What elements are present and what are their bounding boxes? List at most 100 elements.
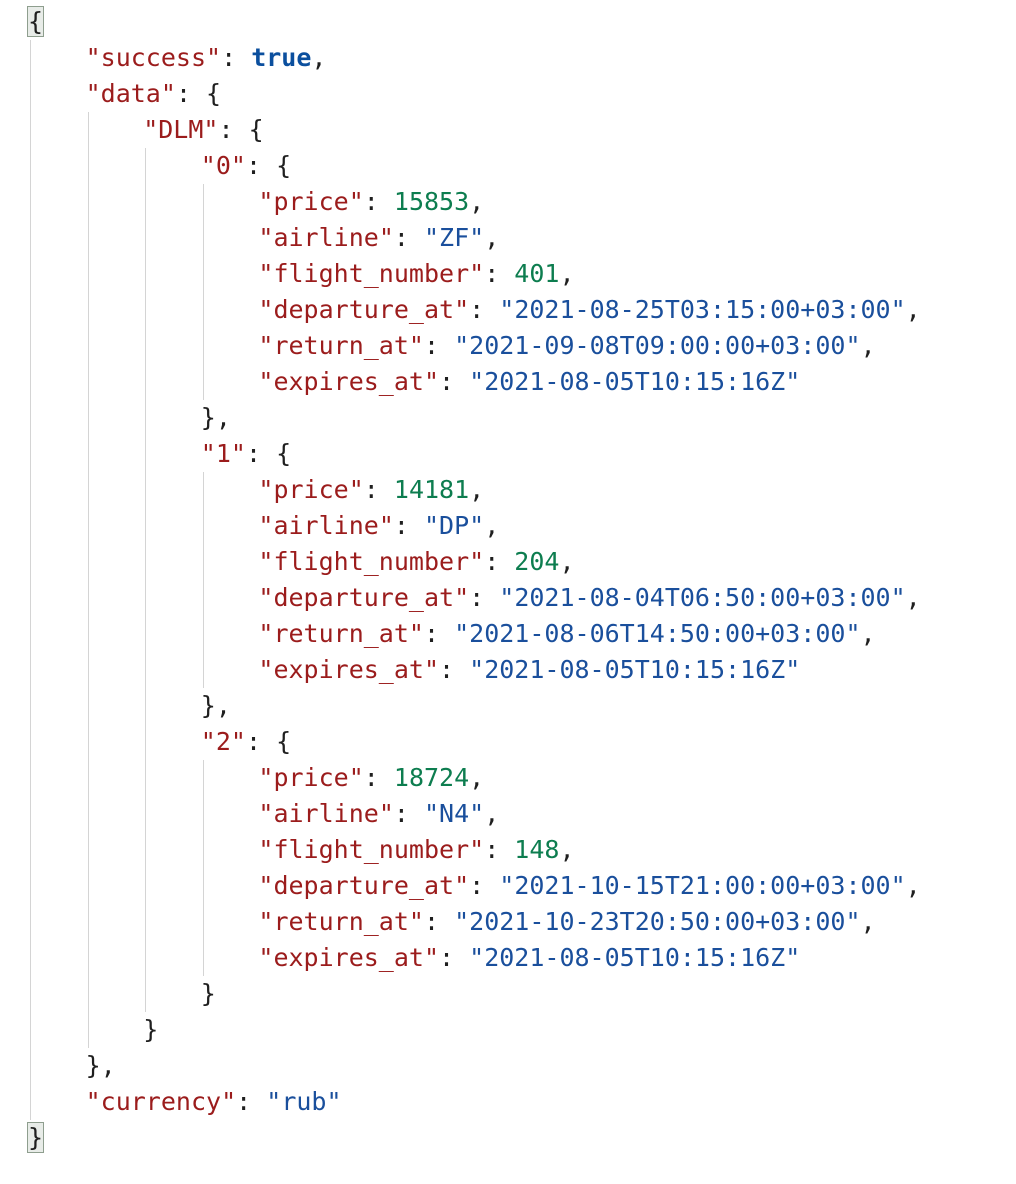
json-key-quote-close: " xyxy=(230,439,246,468)
json-line: "departure_at": "2021-10-15T21:00:00+03:… xyxy=(258,868,920,904)
json-string-quote-open: " xyxy=(423,799,440,828)
json-comma: , xyxy=(311,43,327,72)
json-key: price xyxy=(273,187,349,216)
json-key: return_at xyxy=(273,907,409,936)
json-line: "return_at": "2021-09-08T09:00:00+03:00"… xyxy=(258,328,875,364)
json-line: "expires_at": "2021-08-05T10:15:16Z" xyxy=(258,940,800,976)
json-string-quote-close: " xyxy=(845,619,861,648)
json-string-value: 2021-10-15T21:00:00+03:00 xyxy=(514,871,891,900)
json-key-quote-open: " xyxy=(258,943,274,972)
json-colon: : xyxy=(469,871,500,900)
indent-guide xyxy=(87,112,89,1048)
json-number-value: 204 xyxy=(514,547,560,576)
json-key-quote-open: " xyxy=(258,583,274,612)
json-close-brace: } xyxy=(26,1122,45,1153)
json-string-quote-open: " xyxy=(454,331,470,360)
json-key-quote-close: " xyxy=(408,619,424,648)
json-key: 2 xyxy=(215,727,231,756)
json-line: "price": 14181, xyxy=(258,472,484,508)
json-open-brace: { xyxy=(276,727,292,756)
indent-guide xyxy=(202,760,204,976)
json-line: "airline": "ZF", xyxy=(258,220,499,256)
json-key: expires_at xyxy=(273,367,424,396)
json-key-quote-close: " xyxy=(408,907,424,936)
json-key-quote-close: " xyxy=(469,835,485,864)
json-key-quote-close: " xyxy=(221,1087,237,1116)
json-key-quote-close: " xyxy=(423,367,440,396)
json-colon: : xyxy=(484,835,515,864)
json-open-brace: { xyxy=(276,439,292,468)
json-open-brace: { xyxy=(26,6,45,37)
json-string-quote-close: " xyxy=(469,511,485,540)
json-comma: , xyxy=(469,763,485,792)
json-string-quote-open: " xyxy=(454,619,470,648)
json-key-quote-open: " xyxy=(258,511,274,540)
json-key-quote-close: " xyxy=(454,871,470,900)
json-string-quote-close: " xyxy=(845,907,861,936)
json-key-quote-close: " xyxy=(469,259,485,288)
json-colon: : xyxy=(393,223,424,252)
json-number-value: 401 xyxy=(514,259,560,288)
json-colon: : xyxy=(393,799,424,828)
json-comma: , xyxy=(469,187,485,216)
json-key: price xyxy=(273,763,349,792)
json-close-brace: } xyxy=(143,1015,159,1044)
json-line: "flight_number": 148, xyxy=(258,832,574,868)
json-key-quote-open: " xyxy=(200,727,216,756)
json-string-quote-close: " xyxy=(785,943,801,972)
json-key-quote-close: " xyxy=(469,547,485,576)
json-key: flight_number xyxy=(273,835,470,864)
json-colon: : xyxy=(245,439,277,468)
json-key-quote-close: " xyxy=(230,151,246,180)
json-key: departure_at xyxy=(273,871,455,900)
json-colon: : xyxy=(236,1087,267,1116)
json-key-quote-close: " xyxy=(160,79,176,108)
indent-guide xyxy=(202,184,204,400)
json-key-quote-close: " xyxy=(348,187,364,216)
json-colon: : xyxy=(423,907,455,936)
json-line: "0": { xyxy=(201,148,291,184)
json-string-quote-open: " xyxy=(469,943,485,972)
json-key: flight_number xyxy=(273,259,470,288)
json-comma: , xyxy=(559,835,575,864)
json-number-value: 15853 xyxy=(393,187,470,216)
json-colon: : xyxy=(221,43,252,72)
json-colon: : xyxy=(469,583,500,612)
json-line: "flight_number": 204, xyxy=(258,544,574,580)
json-key: return_at xyxy=(273,331,409,360)
json-key-quote-close: " xyxy=(348,763,364,792)
json-key: departure_at xyxy=(273,295,455,324)
json-string-value: 2021-09-08T09:00:00+03:00 xyxy=(469,331,846,360)
json-string-quote-close: " xyxy=(469,799,485,828)
json-string-value: 2021-08-06T14:50:00+03:00 xyxy=(469,619,846,648)
json-key-quote-close: " xyxy=(378,511,394,540)
json-key-quote-open: " xyxy=(258,835,274,864)
json-colon: : xyxy=(469,295,500,324)
json-colon: : xyxy=(363,763,394,792)
json-close-brace: } xyxy=(85,1051,101,1080)
json-comma: , xyxy=(559,259,575,288)
json-key-quote-open: " xyxy=(258,907,274,936)
json-key-quote-open: " xyxy=(200,151,216,180)
json-string-value: 2021-08-05T10:15:16Z xyxy=(484,367,786,396)
json-string-quote-close: " xyxy=(890,871,906,900)
json-key-quote-close: " xyxy=(423,943,440,972)
json-line: "departure_at": "2021-08-04T06:50:00+03:… xyxy=(258,580,920,616)
json-string-quote-close: " xyxy=(890,295,906,324)
json-comma: , xyxy=(905,583,921,612)
json-line: "return_at": "2021-08-06T14:50:00+03:00"… xyxy=(258,616,875,652)
json-string-quote-open: " xyxy=(469,367,485,396)
json-colon: : xyxy=(484,259,515,288)
json-key-quote-close: " xyxy=(454,583,470,612)
json-key: 1 xyxy=(215,439,231,468)
json-key: return_at xyxy=(273,619,409,648)
json-key-quote-open: " xyxy=(258,295,274,324)
json-key-quote-open: " xyxy=(258,187,274,216)
indent-guide xyxy=(202,472,204,688)
json-line: }, xyxy=(86,1048,116,1084)
json-comma: , xyxy=(860,331,876,360)
json-string-quote-open: " xyxy=(499,295,515,324)
json-boolean-value: true xyxy=(251,43,312,72)
json-key-quote-open: " xyxy=(258,331,274,360)
json-key: departure_at xyxy=(273,583,455,612)
